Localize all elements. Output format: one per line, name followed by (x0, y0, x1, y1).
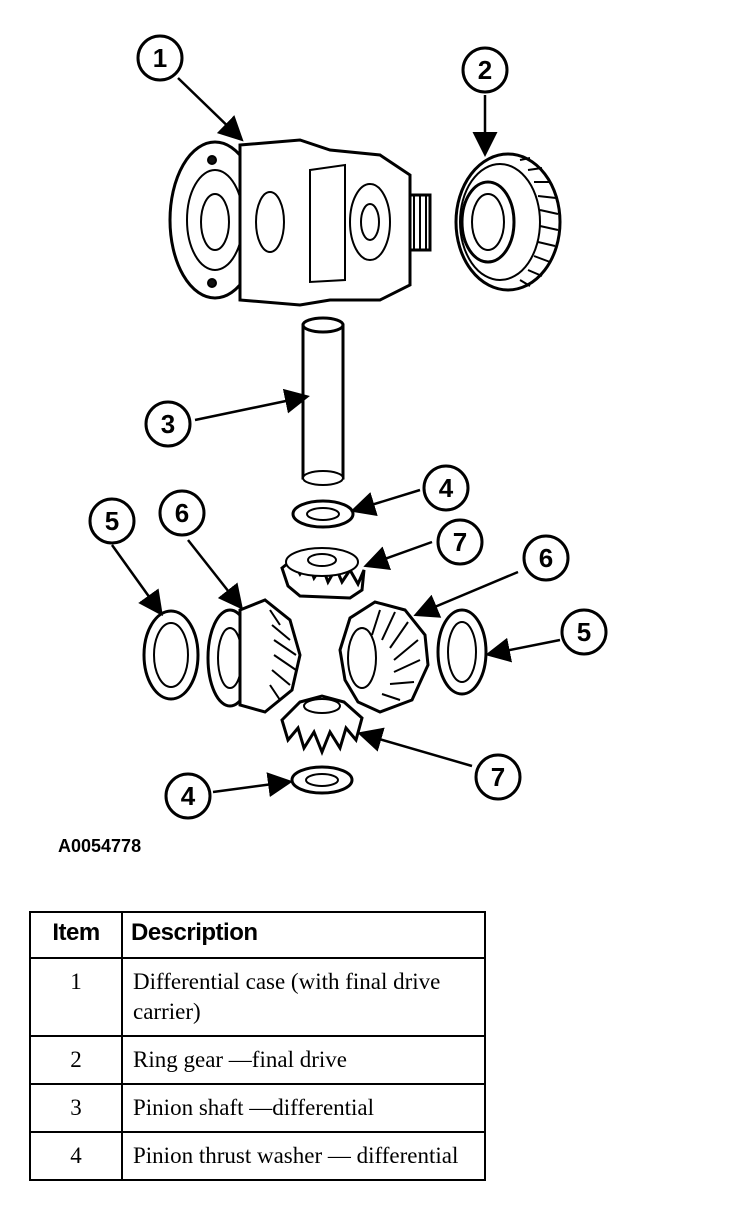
row-description: Ring gear —final drive (121, 1035, 486, 1085)
leader-6b (413, 570, 519, 618)
row-description: Pinion shaft —differential (121, 1083, 486, 1133)
callout-5-left: 5 (88, 497, 136, 545)
table-row: 3 Pinion shaft —differential (29, 1083, 486, 1133)
callout-5-right: 5 (560, 608, 608, 656)
leader-5b (485, 637, 561, 663)
side-gear-left (206, 598, 302, 714)
leader-6a (187, 539, 244, 610)
svg-text:2: 2 (478, 55, 492, 85)
callout-7-bottom: 7 (474, 753, 522, 801)
leader-4b (212, 772, 293, 798)
row-description: Pinion thrust washer — differential (121, 1131, 486, 1181)
callout-3: 3 (144, 400, 192, 448)
leader-1 (177, 77, 244, 142)
ring-gear (454, 152, 562, 292)
figure-id: A0054778 (58, 836, 142, 856)
svg-text:7: 7 (491, 762, 505, 792)
svg-text:1: 1 (153, 43, 167, 73)
table-row: 4 Pinion thrust washer — differential (29, 1131, 486, 1181)
leader-7a (363, 540, 433, 570)
callout-2: 2 (461, 46, 509, 94)
callout-1: 1 (136, 34, 184, 82)
row-item: 2 (29, 1035, 123, 1085)
svg-text:5: 5 (577, 617, 591, 647)
header-description: Description (121, 911, 486, 959)
callout-7-top: 7 (436, 518, 484, 566)
callout-4-top: 4 (422, 464, 470, 512)
side-gear-right (338, 600, 430, 714)
thrust-washer-bottom (290, 765, 354, 795)
side-gear-washer-right (436, 608, 488, 696)
differential-case (168, 138, 432, 307)
thrust-washer-top (291, 499, 355, 529)
svg-text:4: 4 (181, 781, 196, 811)
svg-text:5: 5 (105, 506, 119, 536)
pinion-gear-bottom (280, 694, 364, 757)
svg-text:7: 7 (453, 527, 467, 557)
row-item: 1 (29, 957, 123, 1037)
legend-table: Item Description 1 Differential case (wi… (29, 911, 486, 1181)
pinion-gear-top (280, 547, 366, 600)
callout-4-bottom: 4 (164, 772, 212, 820)
side-gear-washer-left (142, 609, 200, 701)
exploded-diagram: 1 2 3 4 7 5 6 6 5 7 4 (88, 34, 608, 820)
row-description: Differential case (with final drive carr… (121, 957, 486, 1037)
callout-6-right: 6 (522, 534, 570, 582)
pinion-shaft (301, 316, 345, 486)
callout-6-left: 6 (158, 489, 206, 537)
svg-text:6: 6 (539, 543, 553, 573)
leader-5a (110, 544, 163, 617)
table-row: 2 Ring gear —final drive (29, 1035, 486, 1085)
svg-text:4: 4 (439, 473, 454, 503)
svg-text:3: 3 (161, 409, 175, 439)
legend-header-row: Item Description (29, 911, 486, 959)
row-item: 3 (29, 1083, 123, 1133)
leader-4a (350, 488, 421, 517)
svg-text:6: 6 (175, 498, 189, 528)
row-item: 4 (29, 1131, 123, 1181)
table-row: 1 Differential case (with final drive ca… (29, 957, 486, 1037)
header-item: Item (29, 911, 123, 959)
leader-7b (357, 727, 473, 768)
leader-3 (194, 388, 310, 422)
